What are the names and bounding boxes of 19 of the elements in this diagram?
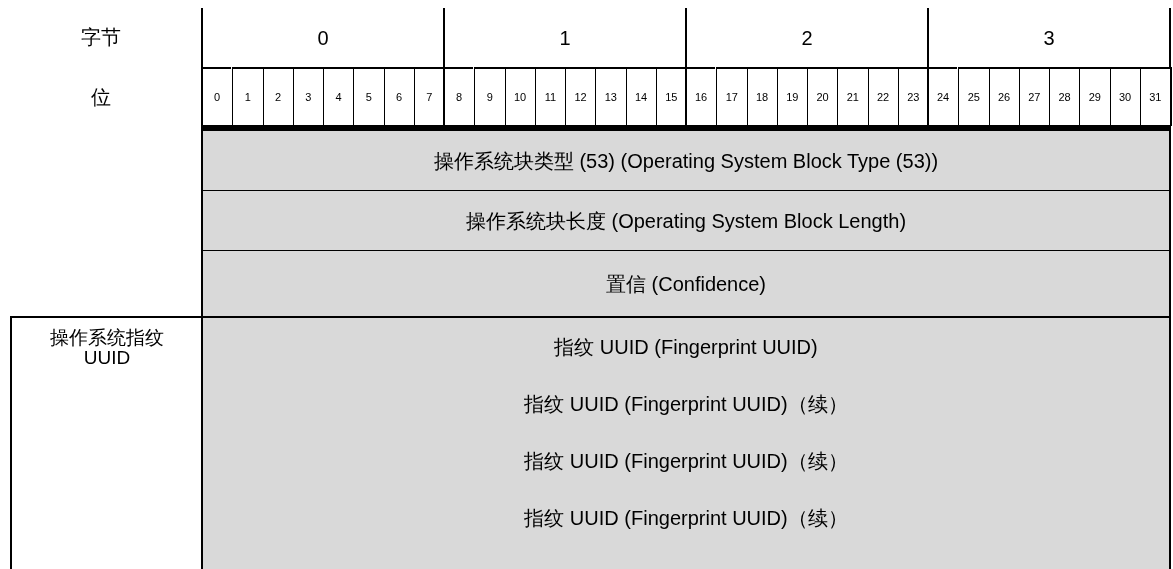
field-name: 置信 (Confidence) (605, 271, 767, 297)
field-row (201, 250, 1171, 316)
byte-number: 3 (927, 8, 1171, 68)
field-name: 指纹 UUID (Fingerprint UUID)（续） (524, 448, 848, 474)
row-header: 字节 (80, 25, 122, 49)
byte-number: 0 (201, 8, 443, 68)
field-block (201, 316, 1171, 569)
field-label-box (10, 316, 204, 569)
field-row (201, 190, 1171, 250)
byte-number: 1 (443, 8, 685, 68)
field-name: 操作系统块类型 (53) (Operating System Block Type (53)) (433, 148, 939, 174)
row-header: 位 (90, 85, 112, 109)
field-row (201, 130, 1171, 190)
field-name: 指纹 UUID (Fingerprint UUID)（续） (524, 391, 848, 417)
byte-number: 2 (685, 8, 927, 68)
field-name: 指纹 UUID (Fingerprint UUID) (554, 334, 818, 360)
field-name: 指纹 UUID (Fingerprint UUID)（续） (524, 505, 848, 531)
field-label: 操作系统指纹 UUID (49, 328, 165, 368)
field-name: 操作系统块长度 (Operating System Block Length) (465, 208, 907, 234)
